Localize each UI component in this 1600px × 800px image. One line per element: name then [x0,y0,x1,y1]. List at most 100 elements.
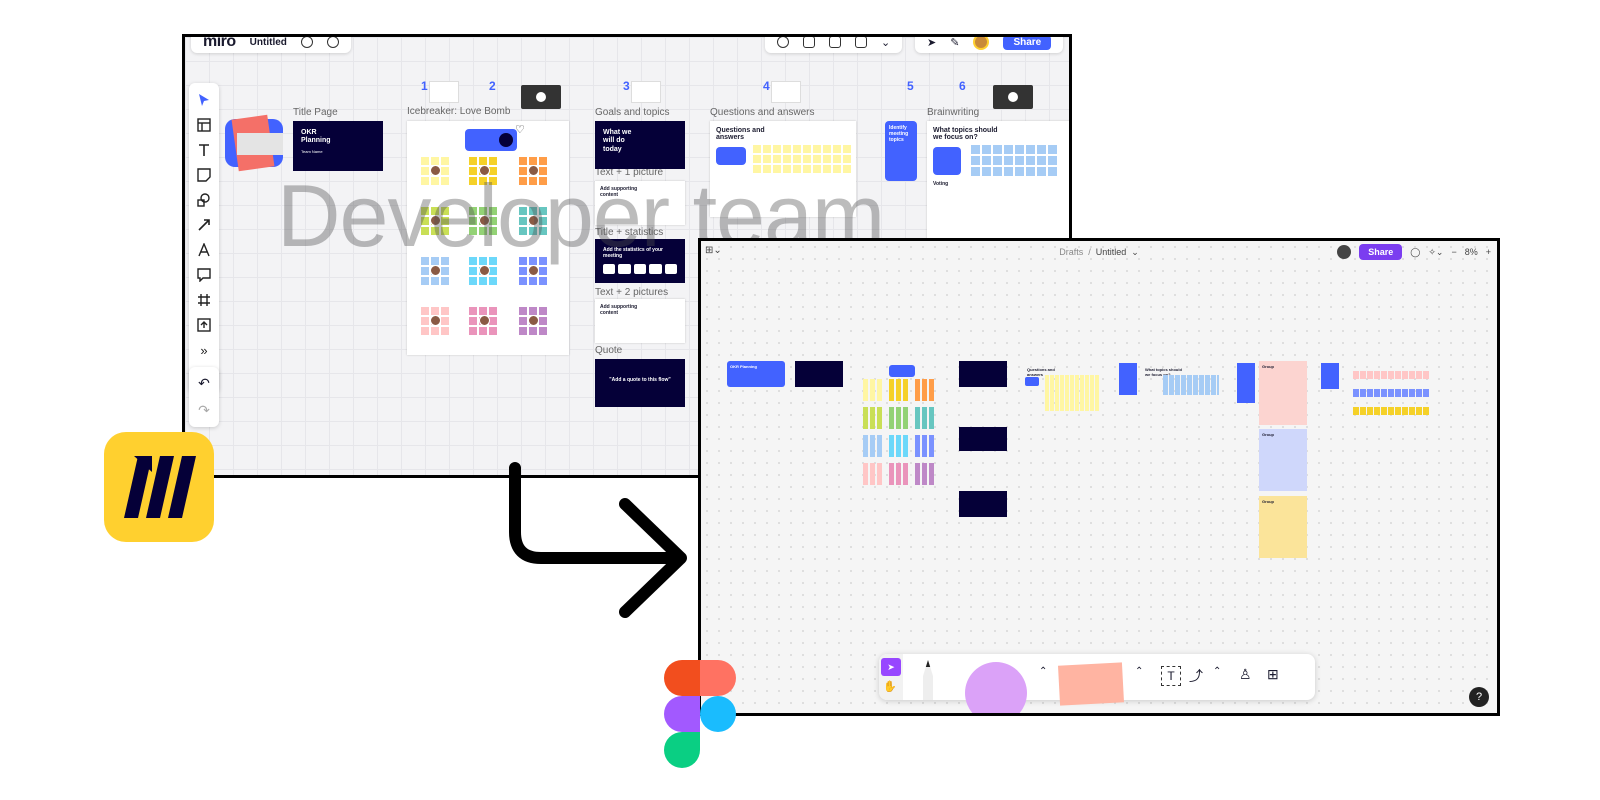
fig-identify-card[interactable] [1119,363,1137,395]
undo-icon[interactable]: ↶ [198,375,210,391]
avatar[interactable] [973,37,990,50]
fig-group-pink[interactable]: Group [1259,361,1307,425]
pen-tool-icon[interactable] [923,660,933,700]
brainwriting-frame[interactable]: What topics should we focus on? Voting [927,121,1069,251]
shape-tool-icon[interactable] [965,662,1027,713]
fig-goals-card[interactable] [959,361,1007,387]
text-tool-icon[interactable]: T [1161,666,1181,686]
avatar[interactable] [430,265,441,276]
avatar[interactable] [430,165,441,176]
goals-card[interactable]: What we will do today [595,121,685,169]
file-name[interactable]: Untitled [1095,246,1127,257]
board-title[interactable]: Untitled [249,36,287,48]
miro-logo[interactable]: miro [203,34,236,50]
pen-icon[interactable] [195,241,213,259]
template-icon[interactable] [195,116,213,134]
fig-blue-card-2[interactable] [1321,363,1339,389]
avatar[interactable] [528,265,539,276]
brainwriting-blue-card[interactable] [933,147,961,175]
cursor-icon[interactable]: ➤ [927,36,937,49]
okr-title-card[interactable]: OKR Planning Team Name [293,121,383,171]
breadcrumb-drafts[interactable]: Drafts [1059,246,1084,257]
share-button[interactable]: Share [1359,244,1403,260]
fig-statistics-card[interactable] [959,427,1007,451]
fig-icebreaker-groups[interactable] [863,379,935,485]
settings-icon[interactable] [300,37,313,48]
zoom-in-icon[interactable]: + [1485,247,1491,257]
figma-menu-icon[interactable]: ⊞⌄ [705,245,722,256]
stamp-tool-icon[interactable]: ♙ [1239,666,1252,682]
hand-tool-icon[interactable]: ✋ [883,681,897,693]
fig-navy-card[interactable] [795,361,843,387]
text-1-picture-card[interactable]: Add supporting content [595,181,685,225]
fig-quote-card[interactable] [959,491,1007,517]
chevron-down-icon[interactable]: ⌄ [1131,246,1139,257]
share-button[interactable]: Share [1003,37,1052,50]
fig-stickies-yellow[interactable] [1353,407,1429,415]
fig-stickies-pink[interactable] [1353,371,1429,379]
fig-questions-stickies[interactable] [1045,375,1099,411]
select-cursor-icon[interactable] [195,91,213,109]
identify-topics-card[interactable]: Identify meeting topics [885,121,917,181]
text-icon[interactable] [195,141,213,159]
avatar[interactable] [479,315,490,326]
arrow-icon[interactable] [195,216,213,234]
questions-sticky-grid[interactable] [753,145,851,173]
avatar[interactable] [1337,245,1352,259]
avatar[interactable] [430,215,441,226]
chevron-up-icon[interactable]: ⌃ [1039,666,1048,677]
move-tool-icon[interactable]: ➤ [881,658,901,676]
sticky-note-icon[interactable] [195,166,213,184]
more-tools-icon[interactable]: » [200,342,208,358]
avatar[interactable] [430,315,441,326]
widgets-tool-icon[interactable]: ⊞ [1267,666,1279,682]
text-2-pictures-card[interactable]: Add supporting content [595,299,685,343]
redo-icon[interactable]: ↷ [198,402,210,418]
chevron-up-icon[interactable]: ⌃ [1213,666,1222,677]
upload-icon[interactable] [803,37,815,48]
celebrate-icon[interactable]: ✎ [950,36,960,49]
fig-okr-card[interactable]: OKR Planning [727,361,785,387]
step-note[interactable] [631,81,661,103]
avatar[interactable] [479,215,490,226]
ai-sparkle-icon[interactable]: ✧⌄ [1428,246,1444,257]
shapes-icon[interactable] [195,191,213,209]
step-note[interactable] [429,81,459,103]
fig-stickies-blue[interactable] [1353,389,1429,397]
avatar[interactable] [528,215,539,226]
zoom-out-icon[interactable]: − [1451,247,1457,257]
comment-icon[interactable]: ◯ [1410,246,1421,257]
comment-icon[interactable] [195,266,213,284]
fig-group-blue[interactable]: Group [1259,429,1307,491]
avatar[interactable] [479,265,490,276]
step-note[interactable] [771,81,801,103]
fig-questions-blue-card[interactable] [1025,377,1039,386]
fig-blue-card[interactable] [889,365,915,377]
sticky-tool-icon[interactable] [1057,662,1125,706]
questions-frame[interactable]: Questions and answers [710,121,856,217]
connector-tool-icon[interactable]: ⤴ [1189,668,1203,684]
chevron-down-icon[interactable]: ⌄ [881,36,891,49]
notes-icon[interactable] [855,37,867,48]
video-thumbnail[interactable] [521,85,561,109]
zoom-level[interactable]: 8% [1464,247,1478,257]
quote-card[interactable]: "Add a quote to this flow" [595,359,685,407]
statistics-card[interactable]: Add the statistics of your meeting [595,239,685,283]
video-thumbnail[interactable] [993,85,1033,109]
fig-group-yellow[interactable]: Group [1259,496,1307,558]
help-button[interactable]: ? [1469,687,1489,707]
present-icon[interactable] [829,37,841,48]
fig-brainwriting-stickies[interactable] [1163,375,1219,395]
upload-icon[interactable] [195,316,213,334]
search-icon[interactable] [326,37,339,48]
fig-blue-column[interactable] [1237,363,1255,403]
brainwriting-sticky-grid[interactable] [971,145,1057,176]
avatar[interactable] [528,165,539,176]
frame-icon[interactable] [195,291,213,309]
chevron-up-icon[interactable]: ⌃ [1135,666,1144,677]
title-grey-box[interactable] [237,133,283,155]
questions-blue-card[interactable] [716,147,746,165]
avatar[interactable] [528,315,539,326]
avatar[interactable] [479,165,490,176]
timer-icon[interactable] [777,37,789,48]
